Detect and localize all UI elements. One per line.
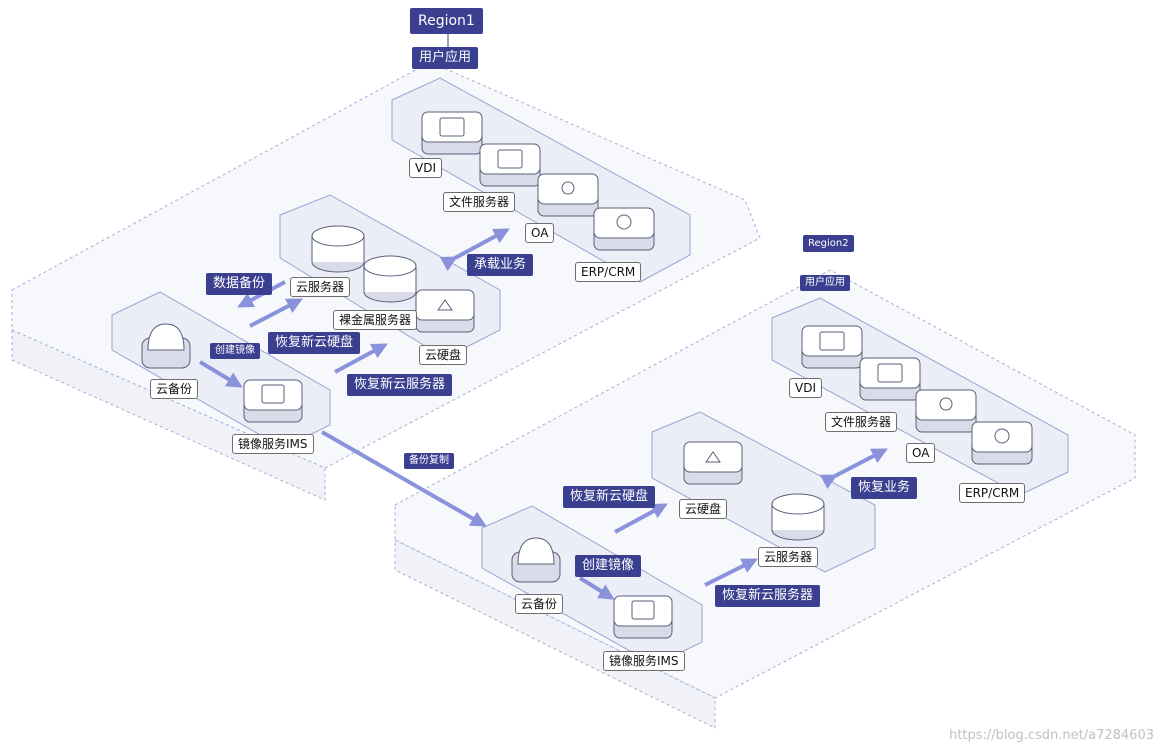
cloud-server-icon-r1	[311, 225, 365, 273]
region2-app-erp-crm: ERP/CRM	[959, 483, 1026, 503]
region2-title: Region2	[803, 235, 854, 252]
cloud-backup-icon-r1	[141, 323, 191, 369]
arrow-restore-server-r2	[704, 558, 758, 587]
vdi-icon-r2	[801, 325, 863, 369]
arrow-carry-business	[439, 228, 510, 272]
arrow-restore-disk-r2	[614, 503, 668, 534]
erp-crm-icon-r2	[971, 421, 1033, 465]
region1-create-image-tag: 创建镜像	[210, 343, 260, 359]
region1-restore-disk-tag: 恢复新云硬盘	[268, 332, 361, 354]
oa-icon-r1	[537, 173, 599, 217]
region1-title: Region1	[410, 8, 483, 34]
erp-crm-icon-r1	[593, 207, 655, 251]
region2-restore-server-tag: 恢复新云服务器	[715, 585, 821, 607]
file-server-icon-r1	[479, 143, 541, 187]
region2-server-cloud: 云服务器	[758, 547, 819, 567]
cloud-backup-icon-r2	[511, 537, 561, 583]
arrow-restore-server-r1	[334, 343, 388, 374]
region1-carry-business-tag: 承载业务	[467, 254, 534, 276]
arrow-restore-business	[819, 448, 888, 490]
bare-metal-server-icon-r1	[363, 255, 417, 303]
region2-create-image-tag: 创建镜像	[575, 555, 642, 577]
oa-icon-r2	[915, 389, 977, 433]
watermark: https://blog.csdn.net/a7284603	[949, 728, 1154, 743]
region2-app-vdi: VDI	[789, 378, 822, 398]
region2-server-disk: 云硬盘	[679, 499, 728, 519]
cloud-server-icon-r2	[771, 493, 825, 541]
region2-app-file-server: 文件服务器	[825, 412, 898, 432]
arrow-backup-replication	[321, 430, 487, 527]
region1-backup-ims: 镜像服务IMS	[232, 434, 314, 454]
file-server-icon-r2	[859, 357, 921, 401]
region1-app-file-server: 文件服务器	[443, 192, 516, 212]
vdi-icon-r1	[421, 111, 483, 155]
region2-restore-disk-tag: 恢复新云硬盘	[563, 486, 656, 508]
region1-app-vdi: VDI	[409, 158, 442, 178]
region1-backup-cloud: 云备份	[150, 379, 199, 399]
arrow-create-image-r2	[578, 576, 615, 600]
region2-app-oa: OA	[906, 443, 936, 463]
ims-icon-r1	[243, 379, 303, 423]
region1-server-bare-metal: 裸金属服务器	[333, 310, 418, 330]
region1-server-cloud: 云服务器	[290, 277, 351, 297]
region2-restore-business-tag: 恢复业务	[851, 477, 918, 499]
region2-user-app-tag: 用户应用	[800, 275, 850, 291]
arrow-restore-disk-r1	[249, 298, 303, 328]
cloud-disk-icon-r2	[683, 441, 743, 485]
backup-replication-tag: 备份复制	[404, 453, 454, 469]
arrow-create-image-r1	[198, 360, 243, 388]
region2-backup-ims: 镜像服务IMS	[603, 651, 685, 671]
ims-icon-r2	[613, 595, 673, 639]
region1-app-erp-crm: ERP/CRM	[575, 262, 642, 282]
region1-data-backup-tag: 数据备份	[206, 273, 273, 295]
region2-backup-cloud: 云备份	[515, 594, 564, 614]
region1-restore-server-tag: 恢复新云服务器	[347, 374, 453, 396]
cloud-disk-icon-r1	[415, 289, 475, 333]
region1-app-oa: OA	[525, 223, 555, 243]
region1-user-app-tag: 用户应用	[412, 47, 479, 69]
region1-server-disk: 云硬盘	[419, 345, 468, 365]
